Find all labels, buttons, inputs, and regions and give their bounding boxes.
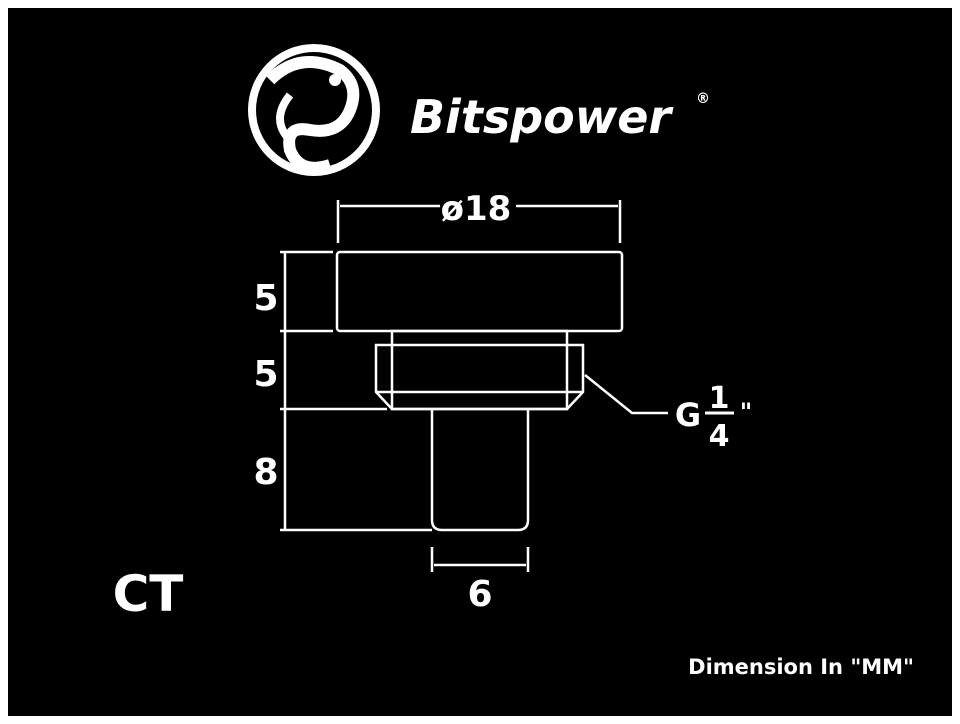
thread-denominator: 4 (709, 419, 730, 454)
bitspower-dragon-logo-icon (248, 44, 380, 176)
drawing-board (8, 8, 952, 716)
dimension-unit-note: Dimension In "MM" (688, 655, 914, 679)
brand-name: Bitspower (410, 90, 674, 144)
head-height-label: 5 (253, 278, 278, 319)
pin-length-label: 8 (253, 452, 278, 493)
pin-diameter-label: 6 (467, 574, 492, 615)
diameter-label: ø18 (441, 189, 512, 229)
model-label: CT (113, 565, 184, 623)
part-outline (280, 200, 668, 572)
registered-mark: ® (696, 91, 710, 107)
thread-unit: " (740, 398, 753, 426)
thread-height-label: 5 (253, 354, 278, 395)
thread-numerator: 1 (709, 381, 730, 416)
thread-prefix: G (675, 396, 701, 434)
